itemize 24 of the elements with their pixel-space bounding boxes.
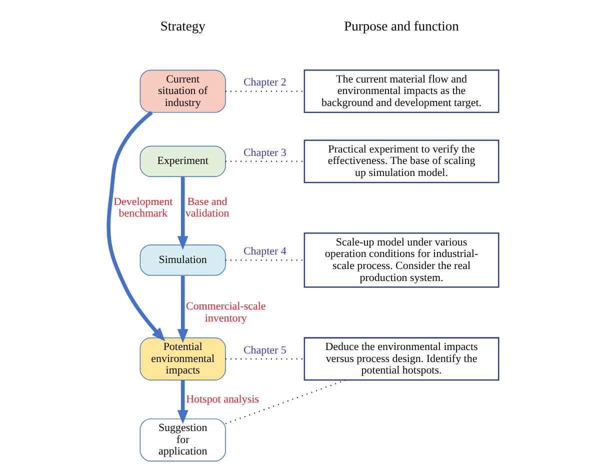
node-box: Suggestion for application [139, 418, 226, 462]
edge-label: Chapter 3 [242, 146, 286, 159]
arrow [106, 110, 165, 342]
node-box: Practical experiment to verify the effectiveness. The base of scaling up simulation model. [303, 140, 499, 184]
node-box: The current material flow and environmental impacts as the background and development target. [303, 70, 499, 114]
edge-label: Commercial-scale inventory [186, 300, 266, 324]
edge-label: Chapter 5 [242, 344, 286, 356]
edge-label: Development benchmark [113, 196, 172, 220]
node-box: Simulation [139, 244, 226, 276]
edge-label: Chapter 2 [242, 76, 286, 89]
node-box: Experiment [139, 146, 226, 177]
arrow [176, 380, 188, 424]
edge-label: Base and validation [184, 196, 229, 220]
edge-label: Hotspot analysis [186, 393, 258, 406]
connector [224, 380, 346, 424]
arrow [176, 276, 188, 343]
node-box: Scale-up model under various operation conditions for industrial-scale process. Consider the real production system. [303, 232, 499, 288]
node-box: Deduce the environmental impacts versus process design. Identify the potential hotspots. [303, 337, 499, 381]
node-box: Current situation of industry [139, 70, 226, 113]
label: Purpose and function [344, 18, 458, 34]
arrow [176, 176, 188, 250]
node-box: Potential environmental impacts [139, 337, 226, 380]
label: Strategy [160, 18, 205, 34]
edge-label: Chapter 4 [242, 246, 286, 258]
